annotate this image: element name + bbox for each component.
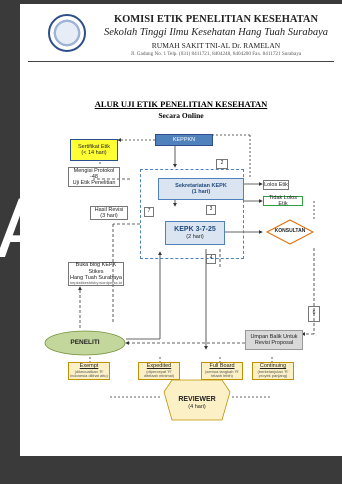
mengisi-line1: Mengisi Protokol -48: [73, 167, 115, 180]
peneliti-label: PENELITI: [70, 339, 100, 347]
kepk-process-frame: [140, 169, 244, 259]
kepk-line2: (2 hari): [186, 233, 204, 240]
step-badge-4-label: 4: [209, 255, 213, 262]
keppkn-box: KEPPKN: [155, 134, 213, 146]
mengisi-line2: Uji Etik Penelitian: [72, 180, 116, 187]
sekretariat-line2: (1 hari): [191, 189, 211, 195]
header-divider: [28, 61, 334, 62]
expedited-box: Expedited (dipercepat 'R' ditelaah minim…: [138, 362, 180, 380]
step-badge-6-label: 6: [312, 310, 316, 317]
buka-blog-url: kepkstikeshtsby.wordpress.id: [70, 280, 122, 286]
full-board-box: Full Board (semua langkah 'R' telaah leb…: [201, 362, 243, 380]
step-badge-3: 3: [206, 205, 216, 215]
expedited-note: (dipercepat 'R' ditelaah minimal): [143, 368, 175, 379]
kepk-box: KEPK 3-7-25 (2 hari): [165, 221, 225, 245]
konsultan-label-box: KONSULTAN: [270, 227, 310, 237]
konsultan-diamond: [265, 219, 315, 245]
peneliti-label-box: PENELITI: [47, 338, 123, 348]
header-school: Sekolah Tinggi Ilmu Kesehatan Hang Tuah …: [104, 27, 328, 38]
konsultan-label: KONSULTAN: [274, 228, 306, 235]
sertifikat-box: Sertifikat Etik (< 14 hari): [70, 139, 118, 161]
hasil-revisi-line2: (3 hari): [100, 213, 118, 219]
lolos-etik-label: Lolos Etik: [264, 181, 288, 188]
reviewer-line2: (4 hari): [188, 403, 206, 410]
step-badge-4: 4: [206, 254, 216, 264]
exempt-note: (dikecualikan 'R' indonesia dilihat aitu…: [70, 368, 108, 379]
step-badge-2-label: 2: [220, 160, 224, 167]
umpan-balik-line2: Revisi Proposal: [254, 340, 294, 346]
tidak-lolos-box: Tidak Lolos Etik: [263, 194, 303, 207]
institution-logo: [48, 14, 86, 52]
umpan-balik-box: Umpan Balik Untuk Revisi Proposal: [245, 330, 303, 350]
step-badge-7: 7: [144, 207, 154, 217]
hasil-revisi-box: Hasil Revisi (3 hari): [90, 206, 128, 220]
step-badge-6: 6: [308, 306, 320, 322]
reviewer-line1: REVIEWER: [178, 395, 216, 403]
expedited-label: Expedited: [146, 363, 172, 370]
full-board-label: Full Board: [209, 363, 235, 370]
document-page: KOMISI ETIK PENELITIAN KESEHATAN Sekolah…: [20, 4, 342, 456]
lolos-etik-box: Lolos Etik: [263, 180, 289, 190]
header-address: Jl. Gadung No. 1 Telp. (031) 8411721, 84…: [130, 51, 302, 57]
flow-subtitle: Secara Online: [158, 111, 204, 120]
mengisi-box: Mengisi Protokol -48 Uji Etik Penelitian: [68, 167, 120, 187]
exempt-box: Exempt (dikecualikan 'R' indonesia dilih…: [68, 362, 110, 380]
header-org: KOMISI ETIK PENELITIAN KESEHATAN: [113, 14, 319, 25]
step-badge-2: 2: [216, 159, 228, 169]
buka-blog-box: Buka blog KEPK Stikes Hang Tuah Surabaya…: [68, 262, 124, 286]
exempt-label: Exempt: [79, 363, 99, 370]
reviewer-label-box: REVIEWER (4 hari): [170, 391, 224, 415]
kepk-line1: KEPK 3-7-25: [174, 225, 216, 233]
step-badge-3-label: 3: [209, 206, 213, 213]
peneliti-ellipse: [44, 330, 126, 356]
reviewer-hexagon: [163, 379, 231, 421]
keppkn-label: KEPPKN: [172, 136, 196, 143]
continuing-note: (berkelanjutan 'R' proyek panjang): [257, 368, 289, 379]
step-badge-7-label: 7: [147, 208, 151, 215]
header-hospital: RUMAH SAKIT TNI-AL Dr. RAMELAN: [151, 41, 281, 50]
umpan-balik-line1: Umpan Balik Untuk: [250, 333, 298, 340]
sekretariat-line1: Sekretariatan KEPK: [175, 182, 227, 189]
continuing-label: Continuing: [259, 363, 287, 370]
full-board-note: (semua langkah 'R' telaah lebih): [205, 368, 239, 379]
flow-title: ALUR UJI ETIK PENELITIAN KESEHATAN: [94, 99, 268, 109]
tidak-lolos-label: Tidak Lolos Etik: [269, 194, 297, 207]
sertifikat-line2: (< 14 hari): [81, 150, 107, 156]
sertifikat-line1: Sertifikat Etik: [77, 143, 111, 150]
buka-blog-line1: Buka blog KEPK Stikes: [75, 262, 117, 275]
continuing-box: Continuing (berkelanjutan 'R' proyek pan…: [252, 362, 294, 380]
hasil-revisi-line1: Hasil Revisi: [94, 206, 124, 213]
buka-blog-line2: Hang Tuah Surabaya: [70, 274, 122, 281]
